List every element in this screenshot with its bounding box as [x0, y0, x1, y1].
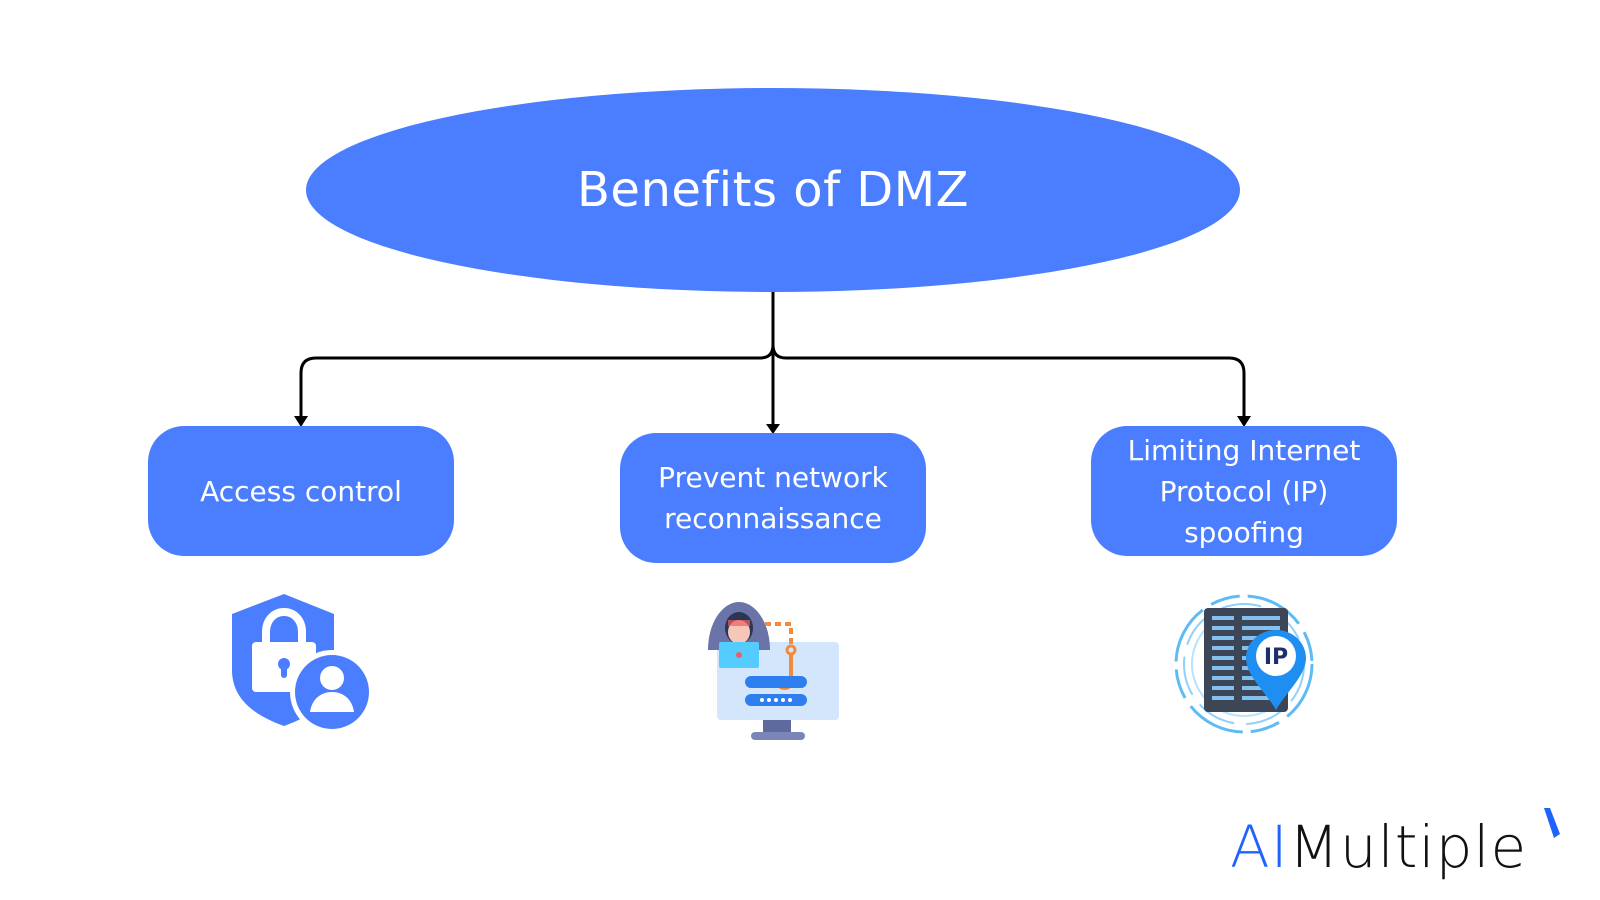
root-node: Benefits of DMZ: [306, 88, 1240, 292]
benefit-label-line: Limiting Internet: [1127, 433, 1361, 467]
arrowhead-node-3: [1237, 416, 1251, 427]
benefit-label-line: Prevent network: [658, 461, 888, 494]
ip-server-location-icon: IP: [1174, 594, 1314, 734]
benefit-node-network-reconnaissance: Prevent network reconnaissance: [620, 433, 926, 563]
logo-multiple-text: Multiple: [1288, 813, 1528, 881]
arrowhead-node-1: [294, 416, 308, 427]
ip-badge-text: IP: [1264, 645, 1288, 670]
aimultiple-logo: AIMultiple: [1230, 812, 1527, 882]
connector-to-node-1: [299, 344, 775, 418]
benefit-label-line: spoofing: [1184, 515, 1304, 549]
shield-lock-user-icon: [232, 594, 374, 734]
benefit-label-line: Access control: [200, 474, 402, 508]
benefit-label-line: Protocol (IP): [1159, 474, 1329, 508]
benefit-node-access-control: Access control: [148, 426, 454, 556]
arrowhead-node-2: [766, 424, 780, 434]
hacker-phishing-icon: [708, 602, 839, 740]
benefit-node-ip-spoofing: Limiting Internet Protocol (IP) spoofing: [1091, 426, 1397, 556]
logo-accent-mark-icon: [1544, 808, 1560, 838]
benefit-label-line: reconnaissance: [664, 502, 882, 535]
connector-to-node-3: [771, 344, 1246, 418]
diagram-title: Benefits of DMZ: [576, 162, 969, 218]
logo-ai-text: AI: [1230, 813, 1289, 881]
